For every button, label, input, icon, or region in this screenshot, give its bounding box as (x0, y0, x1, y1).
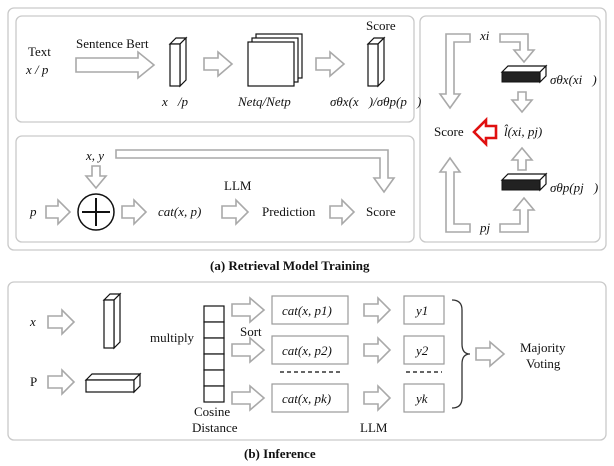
xy-label: x, y (85, 148, 104, 163)
cat-to-prediction-arrow (221, 198, 250, 226)
llm-label-train: LLM (224, 178, 252, 193)
cat-p1-label: cat(x, p1) (282, 303, 332, 318)
sigma-p-label: σθp(pj⃗) (550, 180, 598, 195)
loss-to-score-red-arrow (472, 116, 498, 148)
cat-p2-label: cat(x, p2) (282, 343, 332, 358)
xi-label: xi (479, 28, 490, 43)
prediction-to-score-arrow (329, 198, 356, 226)
section-b-frame (7, 281, 607, 441)
sigma-p-to-loss-arrow (510, 146, 534, 171)
distance-label: Distance (192, 420, 238, 435)
pj-to-sigma-arrow (499, 196, 536, 233)
network-stack-icon (247, 33, 303, 87)
right-score-label: Score (434, 124, 464, 139)
P-to-prompts-arrow (47, 368, 76, 396)
llm-label-inference: LLM (360, 420, 388, 435)
cat-p2-box (271, 335, 349, 365)
loss-label: l̂(xi, pj) (504, 124, 542, 139)
prompt-matrix-block (84, 372, 142, 394)
sigma-x-block (500, 64, 548, 84)
catk-to-yk-arrow (363, 384, 392, 412)
xi-to-score-left-arrow (438, 33, 471, 110)
x-to-query-arrow (47, 308, 76, 336)
xy-down-arrow (84, 165, 108, 190)
caption-inference: (b) Inference (244, 446, 316, 461)
sort-label: Sort (240, 324, 262, 339)
training-top-panel (15, 15, 415, 123)
prediction-label: Prediction (262, 204, 316, 219)
net-to-sigma-arrow (315, 50, 346, 78)
xy-to-score-feedback-arrow (115, 149, 396, 194)
top-score-label: Score (366, 18, 396, 33)
inference-P-label: P (30, 374, 37, 389)
outputs-bracket (451, 299, 471, 409)
bracket-to-voting-arrow (475, 340, 506, 368)
y2-box (403, 335, 445, 365)
concat-to-cat-arrow (121, 198, 148, 226)
cat1-to-y1-arrow (363, 296, 392, 324)
pj-to-score-left-arrow (438, 156, 471, 233)
y1-label: y1 (414, 303, 428, 318)
multiply-label: multiply (150, 330, 195, 345)
y1-box (403, 295, 445, 325)
yk-box (403, 383, 445, 413)
yk-label: yk (414, 391, 428, 406)
cosine-label: Cosine (194, 404, 230, 419)
cat-pk-box (271, 383, 349, 413)
p-to-concat-arrow (45, 198, 72, 226)
y2-label: y2 (414, 343, 429, 358)
caption-training: (a) Retrieval Model Training (210, 258, 370, 273)
section-a-outer-frame (7, 7, 607, 251)
sort-to-catk-arrow (231, 384, 266, 412)
sigma-x-to-loss-arrow (510, 91, 534, 114)
network-label: Netq/Netp (237, 94, 291, 109)
cosine-distance-column (203, 305, 225, 403)
cat-pk-label: cat(x, pk) (282, 391, 331, 406)
text-input-label: Text (28, 44, 51, 59)
embedding-vector-block (168, 36, 188, 88)
sort-to-cat1-arrow (231, 296, 266, 324)
sentence-bert-label: Sentence Bert (76, 36, 149, 51)
inference-x-label: x (29, 314, 36, 329)
bottom-score-label: Score (366, 204, 396, 219)
xi-to-sigma-arrow (499, 33, 536, 64)
sigma-p-block (500, 172, 548, 192)
loss-right-panel (419, 15, 601, 243)
text-input-sub: x / p (25, 62, 49, 77)
cat2-to-y2-arrow (363, 336, 392, 364)
cat-p1-box (271, 295, 349, 325)
sigma-output-label: σθx(x⃗)/σθp(p⃗) (330, 94, 421, 109)
voting-label: Voting (526, 356, 561, 371)
query-vector-block (102, 292, 122, 350)
vector-to-net-arrow (203, 50, 234, 78)
embedding-vector-label: x⃗/p⃗ (161, 94, 198, 109)
sort-to-cat2-arrow (231, 336, 266, 364)
training-bottom-panel (15, 135, 415, 243)
sigma-vector-block (366, 36, 386, 88)
sigma-x-label: σθx(xi⃗) (550, 72, 597, 87)
prompt-p-label: p (29, 204, 37, 219)
cat-xp-label: cat(x, p) (158, 204, 201, 219)
concat-plus-icon (77, 193, 115, 231)
pj-label: pj (479, 220, 491, 235)
majority-label: Majority (520, 340, 566, 355)
sentence-bert-arrow (75, 50, 156, 80)
